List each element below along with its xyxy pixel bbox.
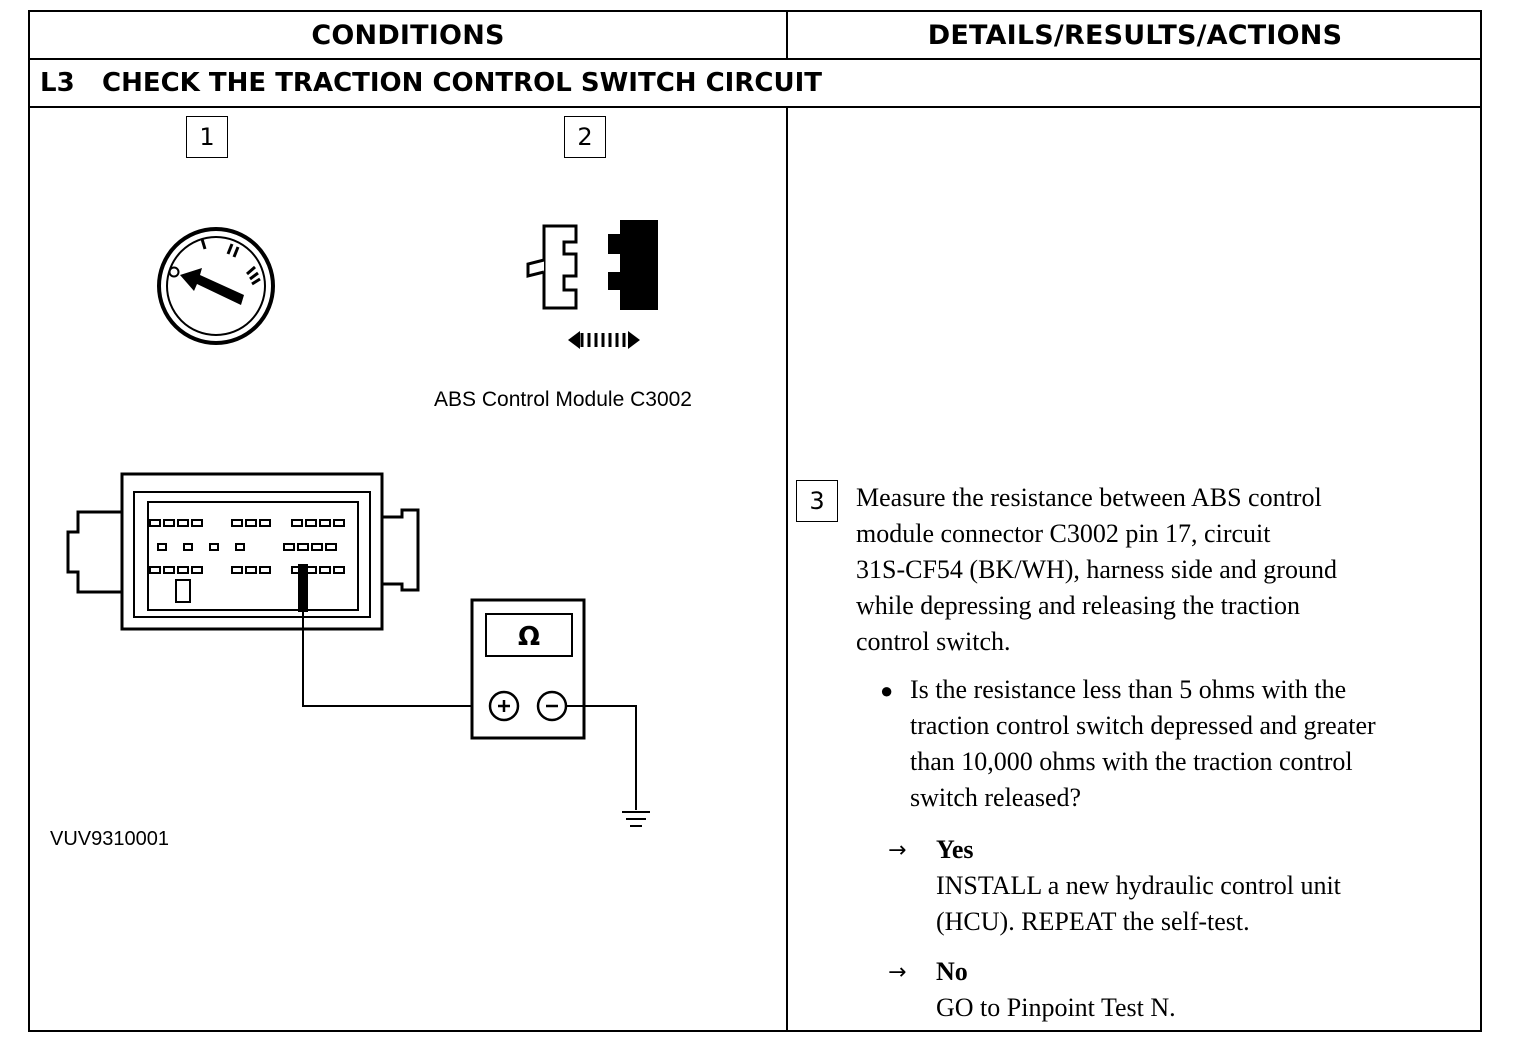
details-header: DETAILS/RESULTS/ACTIONS: [927, 19, 1343, 51]
ignition-switch-off-icon: [157, 227, 275, 345]
yes-arrow-icon: →: [888, 838, 907, 863]
connector-measurement-diagram: Ω: [66, 472, 650, 827]
connector-disconnect-icon: [526, 220, 658, 349]
ohmmeter-icon: Ω: [470, 598, 586, 740]
negative-test-lead: [566, 705, 637, 810]
step-number-1: 1: [186, 116, 228, 158]
step-title-row: L3 CHECK THE TRACTION CONTROL SWITCH CIR…: [30, 60, 1480, 106]
no-label: No: [936, 957, 968, 986]
conditions-header: CONDITIONS: [311, 19, 505, 51]
instruction-text: Measure the resistance between ABS contr…: [856, 483, 1337, 656]
no-arrow-icon: →: [888, 960, 907, 985]
step-number-3: 3: [796, 480, 838, 522]
header-divider: [786, 12, 788, 58]
connector-face: [66, 472, 420, 631]
header-rule: [30, 58, 1480, 60]
bullet-icon: ●: [880, 678, 894, 703]
step-number-2: 2: [564, 116, 606, 158]
yes-label: Yes: [936, 835, 974, 864]
test-probe: [298, 564, 308, 612]
column-divider: [786, 108, 788, 1030]
test-step-table: CONDITIONS DETAILS/RESULTS/ACTIONS L3 CH…: [28, 10, 1482, 1032]
yes-result: Yes INSTALL a new hydraulic control unit…: [936, 832, 1476, 940]
title-rule: [30, 106, 1480, 108]
ground-symbol-icon: [622, 811, 650, 827]
connector-pins: [149, 519, 345, 574]
step-title: CHECK THE TRACTION CONTROL SWITCH CIRCUI…: [102, 68, 822, 98]
figure-id: VUV9310001: [50, 828, 169, 850]
no-result: No GO to Pinpoint Test N.: [936, 954, 1476, 1026]
ohmmeter-symbol: Ω: [518, 622, 540, 652]
step-code: L3: [40, 68, 75, 98]
positive-test-lead: [302, 612, 502, 707]
no-action: GO to Pinpoint Test N.: [936, 993, 1176, 1022]
connector-caption: ABS Control Module C3002: [434, 388, 692, 411]
question-text: Is the resistance less than 5 ohms with …: [910, 675, 1376, 812]
